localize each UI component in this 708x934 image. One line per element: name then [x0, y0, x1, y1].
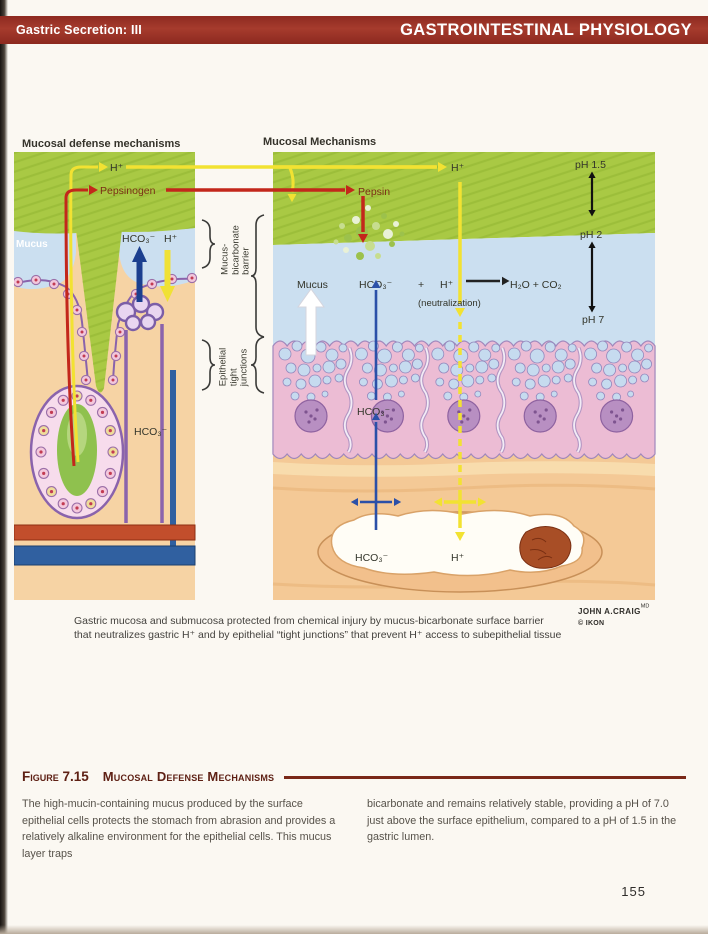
mucus-bicarbonate-barrier-label: Mucus- bicarbonate barrier [219, 225, 252, 275]
right-panel-mucosal-mechanisms: H⁺ Pepsin pH 1.5 pH 2 pH 7 Mucus HCO₃⁻ +… [272, 152, 656, 600]
red-blood-cell [519, 526, 572, 569]
figure-heading: Figure 7.15 Mucosal Defense Mechanisms [22, 769, 686, 784]
page-left-edge [0, 0, 8, 934]
plus-sign: + [418, 279, 424, 291]
left-panel-title: Mucosal defense mechanisms [22, 138, 180, 150]
cross-panel-arrows [126, 165, 437, 192]
ph15-label: pH 1.5 [575, 159, 606, 171]
pepsin-label: Pepsin [358, 186, 390, 198]
hco3-vessel-label: HCO₃⁻ [355, 552, 389, 564]
figure-title: Mucosal Defense Mechanisms [102, 769, 275, 784]
body-column-2: bicarbonate and remains relatively stabl… [367, 798, 677, 843]
figure-caption: Gastric mucosa and submucosa protected f… [74, 615, 562, 641]
page-number: 155 [621, 884, 646, 899]
chapter-header-bar: Gastric Secretion: III GASTROINTESTINAL … [0, 16, 708, 44]
mucus-gel-layer [273, 233, 655, 347]
book-title: GASTROINTESTINAL PHYSIOLOGY [400, 20, 692, 39]
right-panel-title: Mucosal Mechanisms [263, 136, 376, 148]
h-plus-label: H⁺ [110, 162, 124, 174]
left-panel-gastric-gland: Mucus HCO₃⁻ H⁺ HCO₃⁻ H⁺ Pepsinogen [14, 152, 198, 600]
h-plus-mid-label: H⁺ [440, 279, 454, 291]
artist-credit: JOHN A.CRAIGMD © IKON [578, 603, 650, 627]
pepsinogen-label: Pepsinogen [100, 185, 156, 197]
hco3-label: HCO₃⁻ [122, 233, 156, 245]
mucus-mid-label: Mucus [297, 279, 328, 291]
section-title: Gastric Secretion: III [16, 23, 142, 37]
page-bottom-edge [0, 925, 708, 934]
hco3-cell-label: HCO₃⁻ [357, 406, 391, 418]
hco3-lower-label: HCO₃⁻ [134, 426, 168, 438]
epithelial-tight-junctions-label: Epithelial tight junctions [217, 347, 250, 387]
submucosal-vessel [317, 509, 603, 593]
bicarbonate-up-arrow [132, 246, 147, 302]
h2o-co2-label: H₂O + CO₂ [510, 279, 562, 291]
degraded-pepsin-speckles [333, 205, 405, 260]
arrowheads [89, 162, 596, 541]
mucus-layer [14, 220, 195, 290]
figure-number: Figure 7.15 [22, 769, 89, 784]
mucus-up-arrow [297, 288, 325, 356]
ph7-label: pH 7 [582, 314, 604, 326]
ph2-label: pH 2 [580, 229, 602, 241]
heading-rule [284, 776, 686, 779]
neutralization-label: (neutralization) [418, 298, 481, 309]
h-plus-secretion-path [69, 165, 98, 463]
epithelial-cells [278, 340, 653, 454]
h-plus-top-label: H⁺ [451, 162, 465, 174]
artery [14, 524, 196, 541]
body-text: The high-mucin-containing mucus produced… [22, 796, 686, 862]
figure-illustration: Mucus HCO₃⁻ H⁺ HCO₃⁻ H⁺ Pepsinogen [14, 136, 656, 600]
h-plus-vessel-label: H⁺ [451, 552, 465, 564]
pepsinogen-secretion-path [64, 188, 88, 467]
mucus-label: Mucus [16, 239, 48, 250]
body-column-1: The high-mucin-containing mucus produced… [22, 798, 336, 860]
annotation-braces [201, 214, 265, 394]
vein [14, 545, 196, 566]
acid-down-arrow [160, 250, 175, 302]
h-plus-small-label: H⁺ [164, 233, 178, 245]
